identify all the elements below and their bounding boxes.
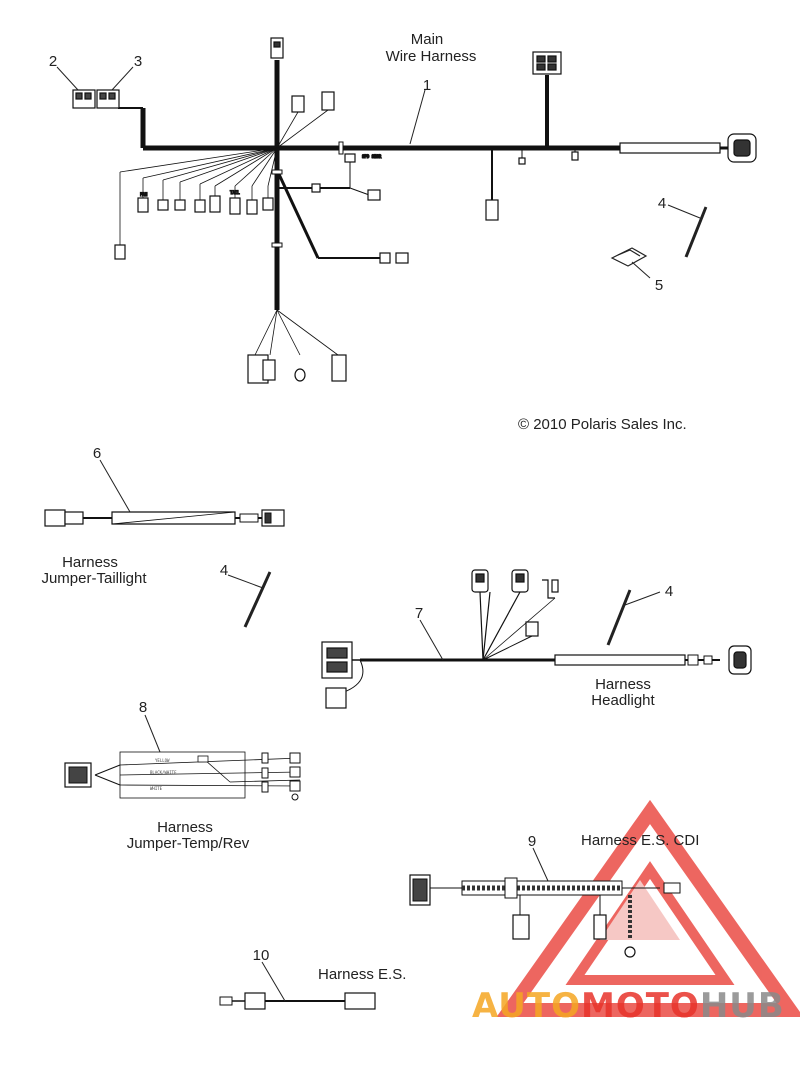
callout-3: 3 [134, 53, 142, 70]
temp-rev-jumper-harness: YELLOW BLACK/WHITE WHITE [64, 751, 301, 801]
headlight-title-line2: Headlight [591, 692, 655, 709]
cable-tie-part-4b [243, 571, 273, 628]
callout-6: 6 [93, 445, 101, 462]
clip-part-5 [610, 247, 648, 267]
svg-text:BLACK/WHITE: BLACK/WHITE [150, 770, 177, 775]
top-right-plug-icon [532, 51, 562, 75]
callout-7: 7 [415, 605, 423, 622]
callout-numbers: 1 2 3 4 5 6 4 7 4 8 9 10 [49, 53, 673, 964]
callout-9: 9 [528, 833, 536, 850]
watermark-part-auto: AUTO [472, 986, 581, 1026]
headlight-title-line1: Harness [595, 676, 651, 693]
callout-2: 2 [49, 53, 57, 70]
cable-tie-part-4 [684, 206, 709, 258]
callout-4-middle: 4 [220, 562, 228, 579]
callout-1: 1 [423, 77, 431, 94]
svg-text:SPD SNSR: SPD SNSR [362, 154, 382, 159]
es-cdi-harness [409, 874, 681, 958]
copyright-text: © 2010 Polaris Sales Inc. [518, 416, 687, 433]
main-harness-title-line1: Main [411, 31, 444, 48]
watermark-wordmark: AUTOMOTOHUB [472, 986, 785, 1026]
taillight-title-line1: Harness [62, 554, 118, 571]
top-plug-icon [270, 37, 284, 59]
main-harness-title-line2: Wire Harness [386, 48, 477, 65]
escdi-title: Harness E.S. CDI [581, 832, 699, 849]
watermark-part-hub: HUB [700, 986, 785, 1026]
cable-tie-part-4c [606, 589, 633, 646]
callout-4-top: 4 [658, 195, 666, 212]
end-plug-icon [727, 133, 757, 163]
taillight-title-line2: Jumper-Taillight [41, 570, 147, 587]
main-wire-harness [118, 60, 735, 356]
watermark-part-moto: MOTO [581, 986, 700, 1026]
temprev-title-line2: Jumper-Temp/Rev [127, 835, 250, 852]
connector-3-icon [96, 89, 120, 109]
svg-text:FAN: FAN [140, 192, 148, 197]
svg-text:WHITE: WHITE [150, 786, 163, 791]
taillight-jumper-harness [44, 509, 285, 527]
callout-5: 5 [655, 277, 663, 294]
es-title: Harness E.S. [318, 966, 406, 983]
svg-text:YELLOW: YELLOW [155, 758, 170, 763]
temprev-title-line1: Harness [157, 819, 213, 836]
svg-text:TAIL: TAIL [230, 190, 240, 195]
es-harness [219, 992, 376, 1010]
svg-text:AUTOMOTOHUB: AUTOMOTOHUB [472, 986, 785, 1026]
callout-leaders [56, 66, 701, 1002]
callout-10: 10 [253, 947, 270, 964]
harness-labels: Main Wire Harness © 2010 Polaris Sales I… [41, 31, 699, 983]
headlight-harness [334, 591, 720, 696]
callout-8: 8 [139, 699, 147, 716]
main-harness-connectors: SPD SNSR FAN TAIL [72, 37, 757, 384]
watermark-logo [496, 799, 800, 1017]
callout-4-right: 4 [665, 583, 673, 600]
headlight-connectors [321, 569, 752, 709]
connector-2-icon [72, 89, 96, 109]
